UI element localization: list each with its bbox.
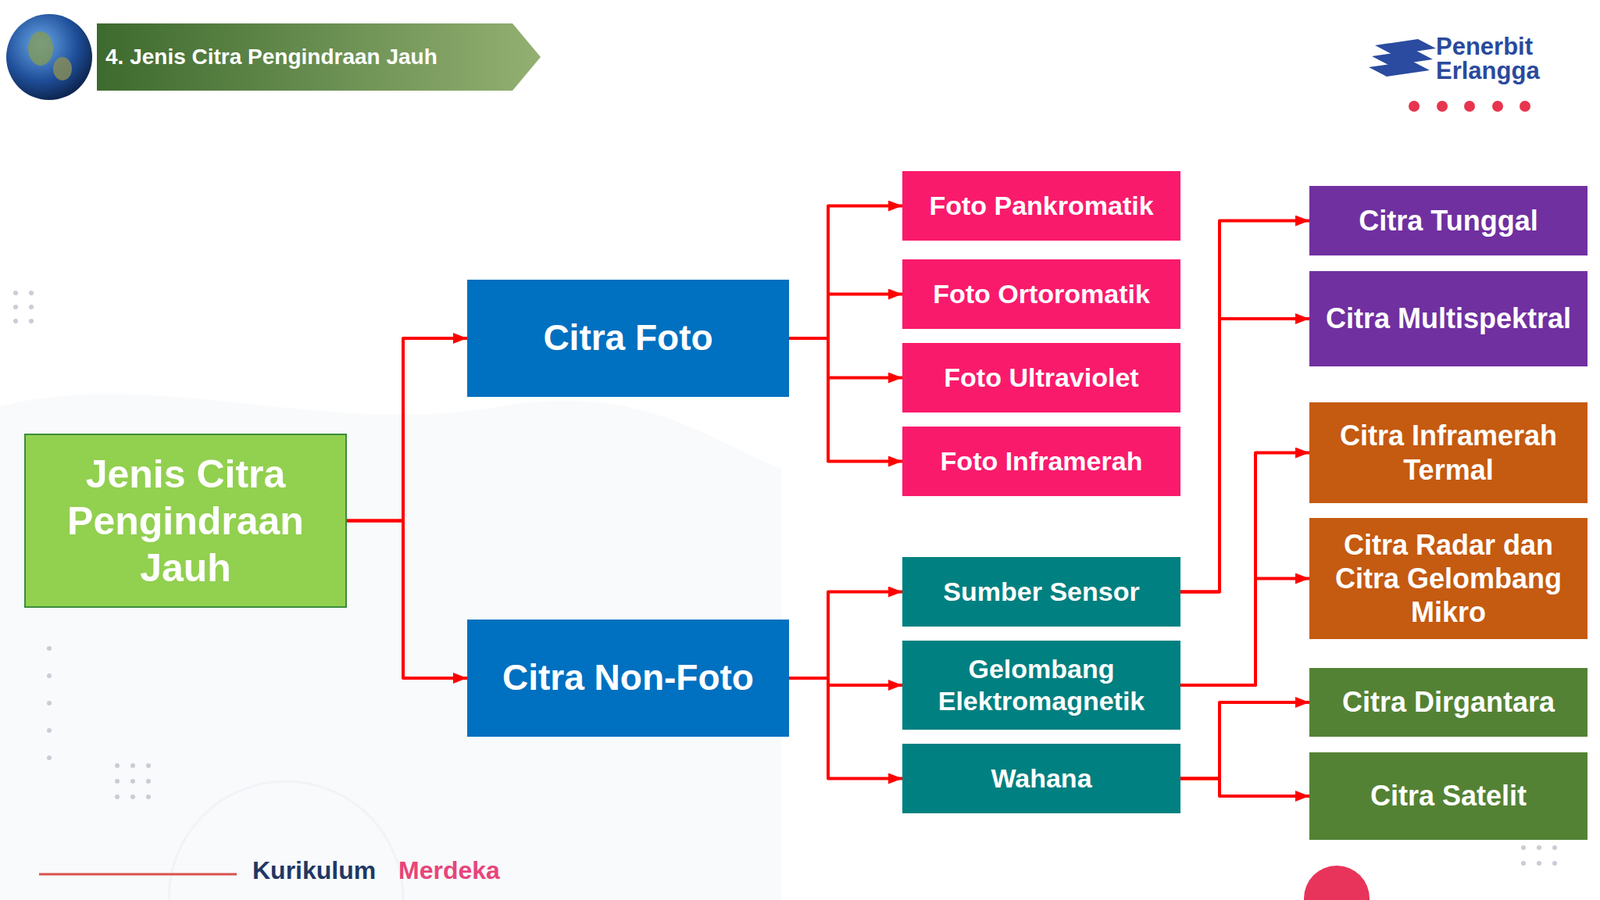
globe-land (28, 31, 54, 66)
dot (114, 794, 120, 800)
node-text: Citra Multispektral (1325, 301, 1572, 336)
dot (1408, 100, 1420, 112)
dot (114, 763, 120, 768)
dot (1536, 860, 1542, 866)
curriculum-text: Merdeka (398, 857, 555, 883)
image-type-box: Citra Tunggal (1309, 185, 1588, 256)
photo-type-box: Foto Pankromatik (902, 171, 1181, 241)
elbow-connector (789, 678, 903, 779)
elbow-connector (789, 294, 903, 340)
dot (1521, 860, 1526, 866)
category-box: Citra Foto (467, 279, 790, 397)
dot (1464, 100, 1475, 112)
node-text: Foto Inframerah (940, 445, 1143, 478)
node-text: Citra Dirgantara (1342, 685, 1555, 719)
dot (13, 290, 18, 296)
footer-rule (39, 873, 237, 876)
dot (130, 763, 136, 768)
image-type-box: Citra Radar dan Citra Gelombang Mikro (1309, 517, 1588, 640)
node-text: Jenis Citra Pengindraan Jauh (41, 450, 330, 592)
logo-stripe (1368, 60, 1430, 77)
logo-icon (1368, 39, 1436, 77)
dot (46, 728, 52, 733)
dot (28, 318, 34, 324)
dot (1521, 845, 1526, 850)
photo-type-box: Foto Ultraviolet (902, 342, 1181, 413)
root-box: Jenis Citra Pengindraan Jauh (24, 433, 347, 608)
elbow-connector (346, 338, 468, 522)
node-text: Foto Ortoromatik (932, 278, 1150, 311)
dot (1492, 100, 1504, 112)
image-type-box: Citra Dirgantara (1309, 667, 1588, 737)
photo-type-box: Foto Inframerah (902, 426, 1181, 497)
dot (46, 700, 52, 706)
node-text: Citra Inframerah Termal (1315, 418, 1582, 486)
node-text: Citra Tunggal (1358, 203, 1538, 238)
dot (130, 778, 136, 784)
node-text: Citra Foto (542, 316, 713, 360)
dot (46, 673, 52, 679)
criterion-box: Gelombang Elektromagnetik (902, 640, 1181, 730)
dot (13, 318, 18, 324)
dot (146, 778, 151, 784)
dot (1536, 845, 1542, 850)
criterion-box: Wahana (902, 743, 1181, 814)
criterion-box: Sumber Sensor (902, 557, 1181, 627)
category-box: Citra Non-Foto (467, 619, 790, 737)
dot (1519, 100, 1531, 112)
image-type-box: Citra Multispektral (1309, 271, 1588, 367)
dot (146, 763, 151, 768)
publisher-logo-text: Penerbit Erlangga (1435, 34, 1569, 83)
title-banner-box: 4. Jenis Citra Pengindraan Jauh (96, 23, 541, 91)
dot (46, 755, 52, 761)
elbow-connector (789, 678, 903, 686)
elbow-connector (789, 338, 903, 379)
node-text: Wahana (990, 762, 1092, 795)
image-type-box: Citra Inframerah Termal (1309, 402, 1588, 504)
node-text: Foto Ultraviolet (943, 361, 1139, 394)
dot (146, 794, 151, 800)
dot (130, 794, 136, 800)
elbow-connector (1180, 702, 1310, 779)
banner-title: 4. Jenis Citra Pengindraan Jauh (105, 44, 438, 70)
node-text: Gelombang Elektromagnetik (908, 653, 1175, 718)
node-text: Foto Pankromatik (928, 189, 1154, 222)
dot (114, 778, 120, 784)
node-text: Citra Satelit (1370, 778, 1527, 813)
elbow-connector (346, 521, 468, 679)
globe-icon (6, 14, 93, 100)
elbow-connector (1180, 578, 1310, 686)
elbow-connector (1180, 221, 1310, 593)
elbow-connector (789, 592, 903, 679)
dot (1436, 100, 1448, 112)
title-banner (96, 23, 541, 91)
photo-type-box: Foto Ortoromatik (902, 259, 1181, 329)
elbow-connector (789, 338, 903, 462)
globe-land (53, 57, 72, 81)
elbow-connector (789, 206, 903, 340)
node-text: Sumber Sensor (942, 575, 1140, 608)
node-text: Citra Radar dan Citra Gelombang Mikro (1315, 528, 1582, 630)
curriculum-text: Kurikulum (252, 857, 409, 883)
corner-circle (1303, 865, 1370, 900)
dot (28, 290, 34, 296)
dot (13, 304, 18, 310)
dot (1552, 860, 1558, 866)
logo-dots (1408, 100, 1531, 112)
image-type-box: Citra Satelit (1309, 752, 1588, 840)
dot (46, 646, 52, 651)
dot (1552, 845, 1558, 850)
elbow-connector (1180, 778, 1310, 797)
dot (28, 304, 34, 310)
node-text: Citra Non-Foto (502, 656, 754, 700)
elbow-connector (1180, 453, 1310, 686)
elbow-connector (1180, 318, 1310, 593)
